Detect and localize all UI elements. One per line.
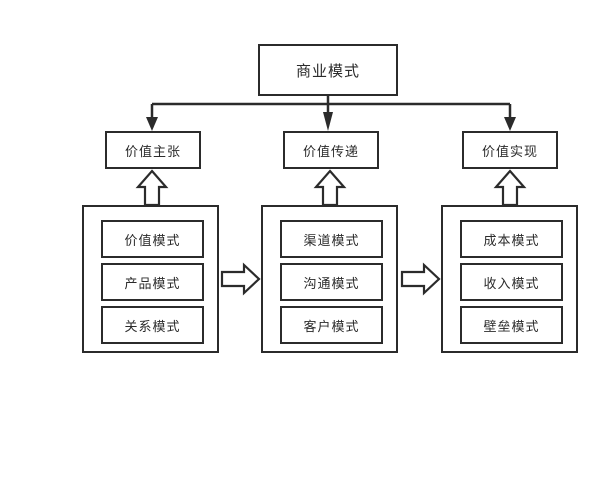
group-container-value-proposition: 价值模式 产品模式 关系模式 bbox=[82, 205, 219, 353]
leaf-node[interactable]: 客户模式 bbox=[280, 306, 383, 344]
bus-branch-middle-arrowhead bbox=[323, 112, 333, 131]
leaf-node[interactable]: 产品模式 bbox=[101, 263, 204, 301]
leaf-node[interactable]: 成本模式 bbox=[460, 220, 563, 258]
bus-branch-right-arrowhead bbox=[504, 117, 516, 131]
hollow-right-arrow-icon-1 bbox=[220, 262, 261, 296]
root-node-label: 商业模式 bbox=[295, 62, 360, 80]
mid-node-value-realization[interactable]: 价值实现 bbox=[462, 131, 558, 169]
mid-node-value-delivery[interactable]: 价值传递 bbox=[283, 131, 379, 169]
leaf-node[interactable]: 壁垒模式 bbox=[460, 306, 563, 344]
mid-node-value-proposition[interactable]: 价值主张 bbox=[105, 131, 201, 169]
hollow-up-arrow-icon-right bbox=[493, 169, 527, 207]
mid-node-label: 价值实现 bbox=[481, 143, 538, 159]
leaf-node-label: 壁垒模式 bbox=[483, 318, 540, 334]
root-node-business-model[interactable]: 商业模式 bbox=[258, 44, 398, 96]
group-container-value-delivery: 渠道模式 沟通模式 客户模式 bbox=[261, 205, 398, 353]
leaf-node-label: 收入模式 bbox=[483, 275, 540, 291]
leaf-node-label: 价值模式 bbox=[124, 232, 181, 248]
leaf-node-label: 产品模式 bbox=[124, 275, 181, 291]
leaf-node[interactable]: 收入模式 bbox=[460, 263, 563, 301]
hollow-right-arrow-icon-2 bbox=[400, 262, 441, 296]
leaf-node-label: 渠道模式 bbox=[303, 232, 360, 248]
group-container-value-realization: 成本模式 收入模式 壁垒模式 bbox=[441, 205, 578, 353]
hollow-up-arrow-icon-middle bbox=[313, 169, 347, 207]
hollow-up-arrow-icon-left bbox=[135, 169, 169, 207]
leaf-node[interactable]: 沟通模式 bbox=[280, 263, 383, 301]
leaf-node[interactable]: 关系模式 bbox=[101, 306, 204, 344]
mid-node-label: 价值传递 bbox=[302, 143, 359, 159]
mid-node-label: 价值主张 bbox=[124, 143, 181, 159]
leaf-node-label: 关系模式 bbox=[124, 318, 181, 334]
leaf-node[interactable]: 价值模式 bbox=[101, 220, 204, 258]
bus-branch-left-arrowhead bbox=[146, 117, 158, 131]
leaf-node[interactable]: 渠道模式 bbox=[280, 220, 383, 258]
leaf-node-label: 沟通模式 bbox=[303, 275, 360, 291]
leaf-node-label: 成本模式 bbox=[483, 232, 540, 248]
leaf-node-label: 客户模式 bbox=[303, 318, 360, 334]
